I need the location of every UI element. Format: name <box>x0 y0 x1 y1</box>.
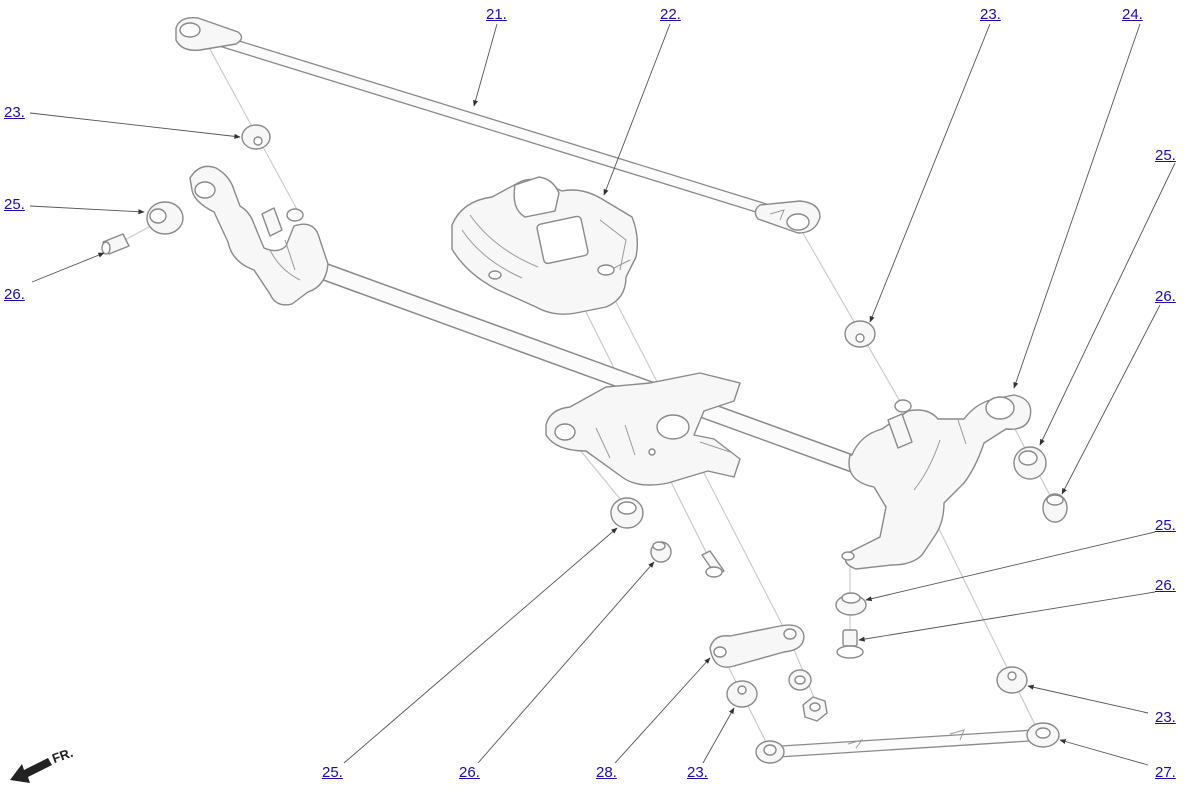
left-pivot-bracket[interactable] <box>189 165 329 306</box>
callout-23-lower-right[interactable]: 23. <box>1155 709 1176 726</box>
crank-washer[interactable] <box>788 669 812 691</box>
crank-arm[interactable] <box>709 624 805 668</box>
nut-lower-center[interactable] <box>726 680 758 708</box>
nut-lower-right[interactable] <box>996 666 1028 694</box>
callout-26-left[interactable]: 26. <box>4 286 25 303</box>
center-bracket[interactable] <box>545 372 741 486</box>
callout-26-bottom[interactable]: 26. <box>459 764 480 781</box>
callout-22[interactable]: 22. <box>660 6 681 23</box>
callout-28[interactable]: 28. <box>596 764 617 781</box>
callout-25-right[interactable]: 25. <box>1155 147 1176 164</box>
grommet-center[interactable] <box>610 497 644 529</box>
front-direction-arrow <box>10 758 52 783</box>
collar-left[interactable] <box>101 233 130 255</box>
mounting-bolt[interactable] <box>701 550 725 578</box>
wiper-motor[interactable] <box>451 176 639 315</box>
grommet-lower[interactable] <box>835 592 867 616</box>
crank-hex-nut[interactable] <box>802 696 828 722</box>
callout-27[interactable]: 27. <box>1155 764 1176 781</box>
callout-25-left[interactable]: 25. <box>4 196 25 213</box>
leader-lines <box>29 23 1176 766</box>
grommet-right[interactable] <box>1013 446 1047 480</box>
callout-26-lower-right[interactable]: 26. <box>1155 577 1176 594</box>
callout-23-bottom[interactable]: 23. <box>687 764 708 781</box>
nut-upper-left[interactable] <box>241 124 271 150</box>
callout-23-left[interactable]: 23. <box>4 104 25 121</box>
collar-right[interactable] <box>1042 493 1068 523</box>
callout-25-lower-right[interactable]: 25. <box>1155 517 1176 534</box>
lower-link-rod[interactable] <box>755 722 1060 764</box>
grommet-left[interactable] <box>146 201 184 235</box>
collar-lower[interactable] <box>836 629 864 659</box>
callout-21[interactable]: 21. <box>486 6 507 23</box>
nut-upper-right[interactable] <box>844 320 876 348</box>
callout-26-right[interactable]: 26. <box>1155 288 1176 305</box>
collar-center[interactable] <box>650 541 672 563</box>
upper-link-rod[interactable] <box>175 17 821 234</box>
right-pivot-assembly[interactable] <box>841 394 1032 570</box>
callout-23-top[interactable]: 23. <box>980 6 1001 23</box>
main-frame-tube[interactable] <box>311 261 879 479</box>
callout-25-bottom[interactable]: 25. <box>322 764 343 781</box>
callout-24[interactable]: 24. <box>1122 6 1143 23</box>
